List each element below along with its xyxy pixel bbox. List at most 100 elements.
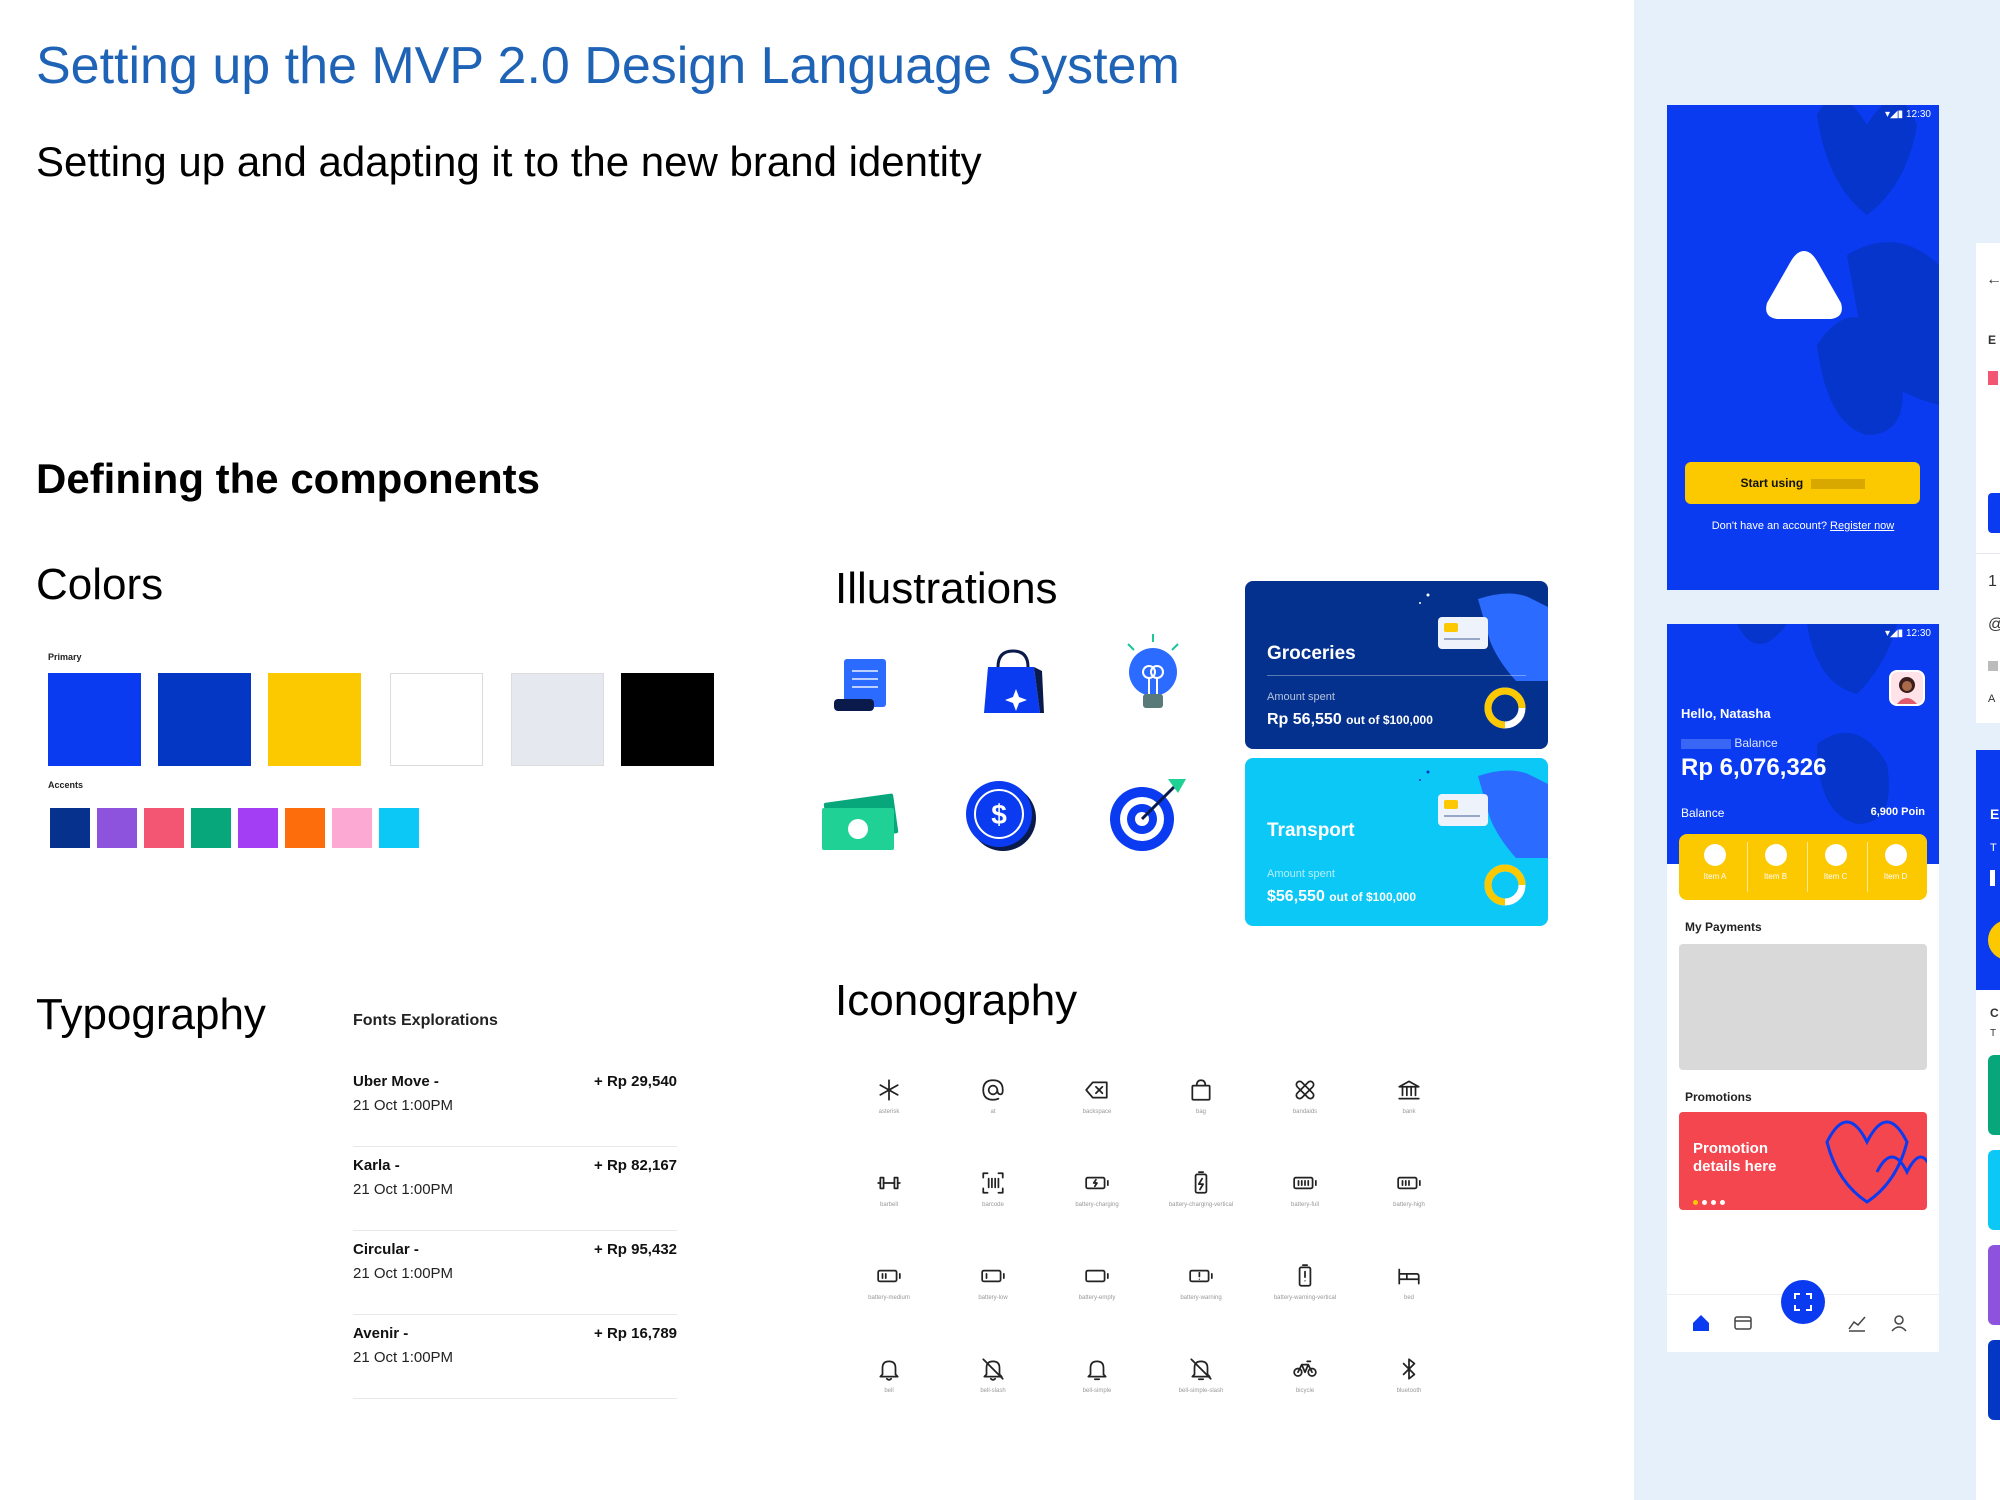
- icon-cell-barbell: barbell: [839, 1170, 939, 1230]
- scan-button[interactable]: [1781, 1280, 1825, 1324]
- font-date: 21 Oct 1:00PM: [353, 1097, 454, 1114]
- accents-label: Accents: [48, 780, 84, 790]
- icon-label: battery-warning: [1180, 1295, 1222, 1301]
- home-icon[interactable]: [1691, 1313, 1711, 1333]
- donut-progress-icon: [1484, 864, 1526, 906]
- partial-text: T: [1990, 1028, 1997, 1039]
- app-logo-icon: [1766, 251, 1842, 319]
- barcode-icon: [982, 1172, 1004, 1194]
- quick-action-item[interactable]: Item D: [1867, 842, 1923, 892]
- icon-label: at: [990, 1109, 996, 1115]
- page-subtitle: Setting up and adapting it to the new br…: [36, 138, 982, 185]
- quick-action-label: Item D: [1883, 872, 1908, 881]
- start-using-button[interactable]: Start using: [1685, 462, 1920, 504]
- avatar-person-icon: [1897, 677, 1917, 704]
- icon-cell-battery-full: battery-full: [1255, 1170, 1355, 1230]
- components-heading: Defining the components: [36, 455, 540, 502]
- battery-warning-vertical-icon: [1298, 1264, 1312, 1287]
- quick-action-item[interactable]: Item C: [1807, 842, 1863, 892]
- at-icon: [982, 1079, 1004, 1101]
- icon-cell-battery-warning-vertical: battery-warning-vertical: [1255, 1263, 1355, 1323]
- battery-high-icon: [1397, 1176, 1421, 1190]
- font-amount: + Rp 29,540: [594, 1073, 677, 1090]
- lightbulb-icon: [1127, 634, 1179, 708]
- wallet-icon[interactable]: [1733, 1313, 1753, 1333]
- font-amount: + Rp 95,432: [594, 1241, 677, 1258]
- fonts-explorations-title: Fonts Explorations: [353, 1012, 498, 1029]
- chart-icon[interactable]: [1847, 1313, 1867, 1333]
- icon-label: battery-full: [1290, 1202, 1319, 1208]
- icon-cell-bag: bag: [1151, 1077, 1251, 1137]
- promotion-text-line1: Promotion: [1693, 1140, 1768, 1157]
- primary-swatch: [268, 673, 361, 766]
- mockup-panel: ▾◢▮ 12:30 Start using Don't have an acco…: [1634, 0, 2000, 1500]
- battery-full-icon: [1293, 1176, 1317, 1190]
- payments-title: My Payments: [1685, 920, 1762, 934]
- signal-icon: ▾◢▮: [1884, 109, 1904, 120]
- promotions-title: Promotions: [1685, 1090, 1752, 1104]
- font-name: Avenir -: [353, 1325, 409, 1342]
- partial-chip: [1988, 661, 1998, 671]
- profile-icon[interactable]: [1889, 1313, 1909, 1333]
- partial-button[interactable]: [1988, 493, 2000, 533]
- partial-tile-blue[interactable]: [1988, 1340, 2000, 1420]
- start-using-label: Start using: [1740, 476, 1804, 490]
- partial-tile-green[interactable]: [1988, 1055, 2000, 1135]
- greeting: Hello, Natasha: [1681, 706, 1771, 721]
- brand-pattern: [1737, 624, 1897, 824]
- quick-action-item[interactable]: Item A: [1687, 842, 1743, 892]
- font-row: Uber Move -21 Oct 1:00PM+ Rp 29,540: [353, 1063, 677, 1147]
- accent-swatch: [144, 808, 184, 848]
- coin-icon: $: [966, 781, 1036, 851]
- register-link[interactable]: Register now: [1830, 520, 1895, 532]
- partial-header: E T: [1976, 750, 2000, 990]
- card-label: Amount spent: [1267, 868, 1335, 880]
- carousel-dot[interactable]: [1702, 1200, 1707, 1205]
- balance-label-row: Balance: [1681, 736, 1778, 750]
- brand-pattern: [1817, 105, 1939, 435]
- icon-label: barbell: [879, 1202, 898, 1208]
- icon-cell-bicycle: bicycle: [1255, 1356, 1355, 1416]
- balance-amount: Rp 6,076,326: [1681, 754, 1827, 781]
- font-date: 21 Oct 1:00PM: [353, 1349, 454, 1366]
- back-arrow-icon[interactable]: ←: [1986, 271, 2000, 288]
- icon-label: battery-charging-vertical: [1168, 1202, 1234, 1208]
- font-row: Avenir -21 Oct 1:00PM+ Rp 16,789: [353, 1315, 677, 1399]
- carousel-dot[interactable]: [1711, 1200, 1716, 1205]
- icon-label: bandaids: [1292, 1109, 1318, 1115]
- redacted-brand: [1810, 478, 1865, 489]
- quick-action-item[interactable]: Item B: [1747, 842, 1803, 892]
- iconography-heading: Iconography: [835, 976, 1078, 1025]
- balance-label: Balance: [1734, 736, 1778, 750]
- battery-charging-icon: [1085, 1176, 1109, 1190]
- icon-cell-battery-empty: battery-empty: [1047, 1263, 1147, 1323]
- partial-tile-cyan[interactable]: [1988, 1150, 2000, 1230]
- accent-swatch: [379, 808, 419, 848]
- icon-cell-bell-simple-slash: bell-simple-slash: [1151, 1356, 1251, 1416]
- bluetooth-icon: [1402, 1358, 1416, 1380]
- carousel-dot[interactable]: [1720, 1200, 1725, 1205]
- partial-screen-top: ← E 1 @ A: [1976, 243, 2000, 723]
- partial-text: 1: [1988, 573, 1997, 590]
- icon-cell-barcode: barcode: [943, 1170, 1043, 1230]
- backspace-icon: [1085, 1081, 1108, 1099]
- partial-tile-purple[interactable]: [1988, 1245, 2000, 1325]
- primary-swatch: [48, 673, 141, 766]
- partial-avatar[interactable]: [1988, 920, 2000, 960]
- battery-charging-vertical-icon: [1194, 1171, 1208, 1194]
- promotion-text-line2: details here: [1693, 1158, 1777, 1175]
- promotion-banner[interactable]: Promotion details here: [1679, 1112, 1927, 1210]
- carousel-dot-active[interactable]: [1693, 1200, 1698, 1205]
- bell-icon: [879, 1360, 899, 1381]
- avatar[interactable]: [1889, 670, 1925, 706]
- icon-label: battery-low: [978, 1295, 1008, 1301]
- bell-slash-icon: [982, 1358, 1004, 1381]
- icon-label: bank: [1402, 1109, 1416, 1115]
- redacted-brand: [1681, 738, 1731, 749]
- icon-label: bell: [884, 1388, 894, 1394]
- accent-swatch: [97, 808, 137, 848]
- partial-text: T: [1990, 842, 1997, 854]
- partial-text: A: [1988, 693, 1996, 705]
- icon-label: asterisk: [878, 1109, 900, 1115]
